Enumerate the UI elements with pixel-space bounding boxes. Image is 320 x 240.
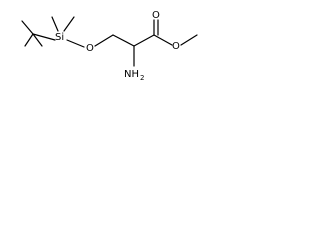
atom-ether-oxygen-label: O <box>86 43 94 54</box>
bond-carbonyl-ester-oxygen <box>153 34 173 46</box>
bond-tbu-methyl-2 <box>21 20 34 35</box>
serine-backbone <box>94 19 198 67</box>
bond-si-methyl-1 <box>51 16 59 32</box>
atom-carbonyl-oxygen-label: O <box>152 10 160 21</box>
bond-ester-oxygen-methyl <box>180 34 198 46</box>
bond-ch2-alpha-carbon <box>112 34 135 47</box>
atom-ester-oxygen-label: O <box>172 41 180 52</box>
atom-amine-label: NH <box>124 69 139 80</box>
bond-tbu-methyl-1 <box>24 33 34 47</box>
tert-butyl-group <box>21 20 56 47</box>
bond-tbu-methyl-3 <box>32 33 43 47</box>
bond-si-o <box>66 39 85 48</box>
amine-label-group: NH 2 <box>124 69 144 82</box>
bond-o-ch2 <box>94 34 114 47</box>
structure-diagram: Si O O O NH 2 <box>21 10 198 82</box>
bond-si-methyl-2 <box>63 16 75 32</box>
dimethylsilyl-group <box>51 16 85 48</box>
bond-tbu-si <box>32 33 56 41</box>
atom-amine-subscript: 2 <box>140 74 144 82</box>
bond-alpha-carbon-carbonyl <box>133 34 155 47</box>
atom-silicon-label: Si <box>55 32 64 43</box>
